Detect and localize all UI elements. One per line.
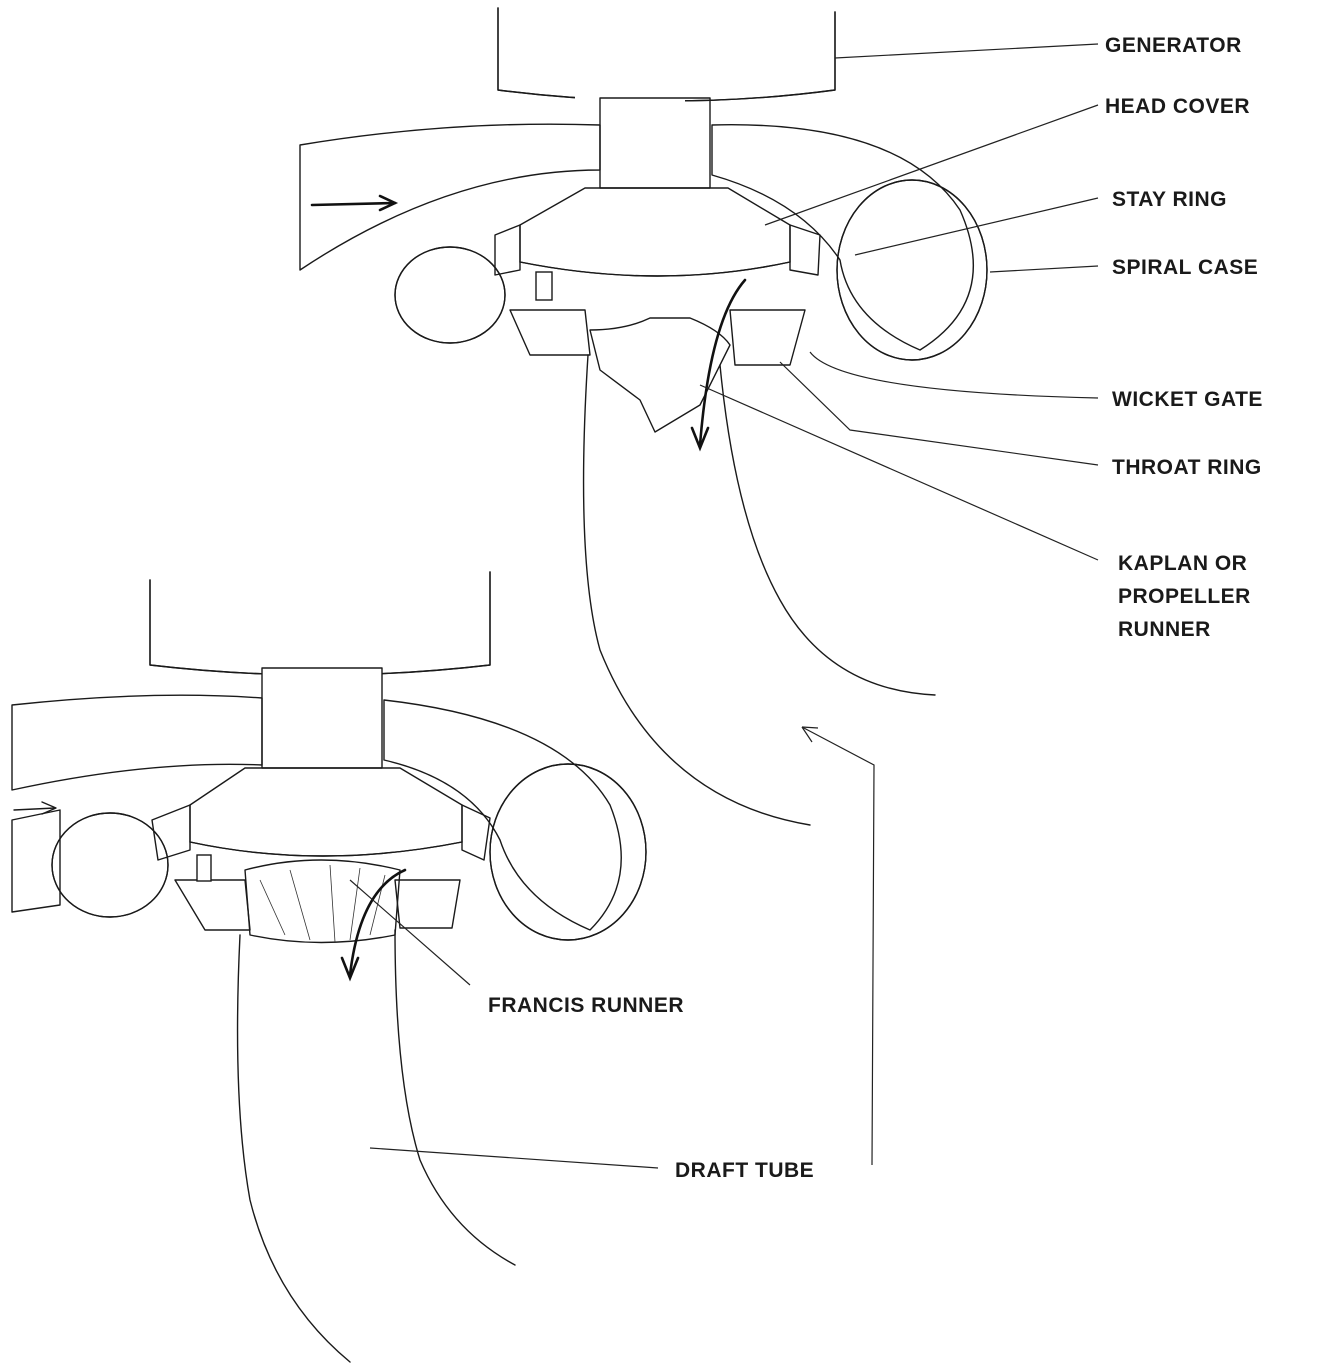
label-head-cover: HEAD COVER xyxy=(1105,95,1250,118)
lower-generator xyxy=(150,572,490,680)
upper-draft-tube-right xyxy=(720,365,935,695)
label-kaplan-line2: PROPELLER xyxy=(1118,585,1251,608)
lower-francis-runner xyxy=(245,860,400,943)
upper-spiral-case xyxy=(300,124,987,360)
upper-shaft xyxy=(600,98,710,188)
lower-wicket-gate-right xyxy=(462,805,490,860)
upper-wicket-gate-left xyxy=(495,225,520,275)
francis-turbine-illustration xyxy=(12,572,646,1362)
label-spiral-case: SPIRAL CASE xyxy=(1112,256,1258,279)
upper-draft-tube-left xyxy=(584,355,810,825)
lower-draft-tube-left xyxy=(238,935,350,1362)
label-throat-ring: THROAT RING xyxy=(1112,456,1262,479)
leader-lines xyxy=(350,44,1098,1168)
upper-throat-ring-left xyxy=(510,310,590,355)
lower-wicket-gate-left xyxy=(152,805,190,860)
lower-spiral-case xyxy=(12,695,646,940)
labels: GENERATOR HEAD COVER STAY RING SPIRAL CA… xyxy=(488,34,1263,1182)
label-kaplan-line3: RUNNER xyxy=(1118,618,1211,641)
label-francis-runner: FRANCIS RUNNER xyxy=(488,994,684,1017)
label-generator: GENERATOR xyxy=(1105,34,1242,57)
upper-head-cover xyxy=(520,188,790,276)
lower-shaft xyxy=(262,668,382,768)
label-kaplan-line1: KAPLAN OR xyxy=(1118,552,1247,575)
upper-generator xyxy=(498,8,835,110)
lower-draft-tube-right xyxy=(395,930,515,1265)
lower-throat-ring-right xyxy=(395,880,460,928)
upper-throat-ring-right xyxy=(730,310,805,365)
upper-wicket-gate-right xyxy=(790,225,820,275)
label-draft-tube: DRAFT TUBE xyxy=(675,1159,814,1182)
label-stay-ring: STAY RING xyxy=(1112,188,1227,211)
lower-throat-ring-left xyxy=(175,880,250,930)
label-wicket-gate: WICKET GATE xyxy=(1112,388,1263,411)
lower-head-cover xyxy=(190,768,462,856)
